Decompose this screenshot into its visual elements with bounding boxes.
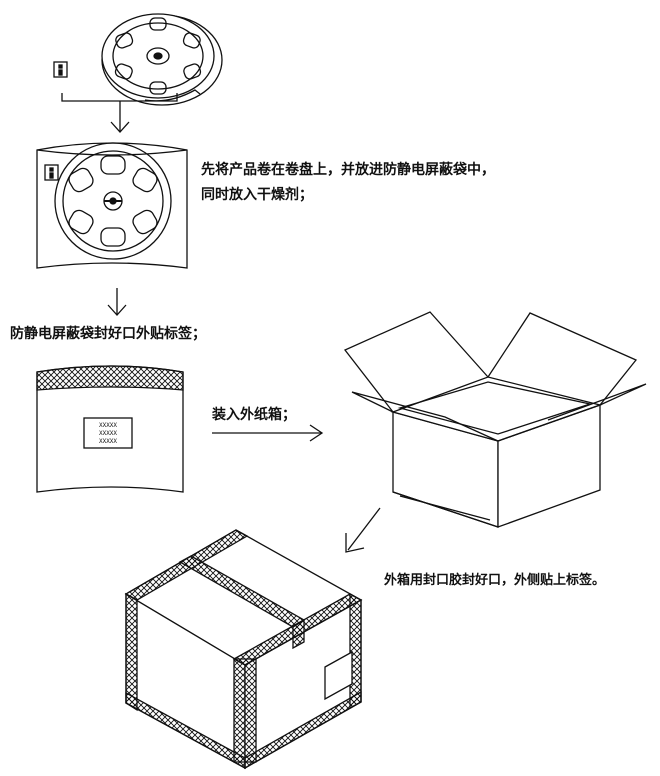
reel xyxy=(101,13,223,106)
arrow-right xyxy=(212,424,324,442)
step3-text: 装入外纸箱； xyxy=(212,407,296,423)
arrow-down-left xyxy=(345,507,381,553)
label-mark-2: XXXXX xyxy=(99,430,117,437)
step1-text-line2: 同时放入干燥剂； xyxy=(201,187,313,203)
label-mark-1: XXXXX xyxy=(99,422,117,429)
desiccant-icon xyxy=(53,61,68,78)
open-carton xyxy=(343,311,647,528)
sealed-carton xyxy=(124,529,363,770)
step1-text-line1: 先将产品卷在卷盘上，并放进防静电屏蔽袋中， xyxy=(201,162,495,178)
arrow-down-2 xyxy=(107,288,127,316)
step4-text: 外箱用封口胶封好口，外侧贴上标签。 xyxy=(384,573,606,588)
label-mark-3: XXXXX xyxy=(99,438,117,445)
arrow-down-1 xyxy=(61,93,178,133)
sealed-bag: XXXXX XXXXX XXXXX xyxy=(36,365,184,493)
step2-text: 防静电屏蔽袋封好口外贴标签； xyxy=(10,326,206,342)
shielding-bag xyxy=(36,142,188,269)
